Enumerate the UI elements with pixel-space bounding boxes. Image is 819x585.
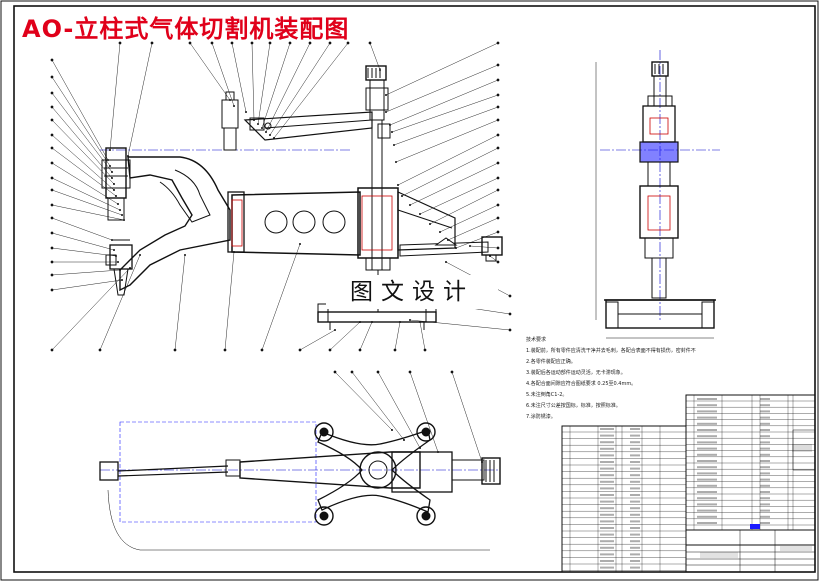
technical-requirement-1: 1.装配前，所有零件应清洗干净并去毛刺，各配合表面不得有损伤，密封件不得有划伤或… (526, 348, 696, 354)
title-block (685, 529, 816, 573)
technical-requirement-4: 4.各配合面间隙应符合图纸要求 0.25至0.4mm。 (526, 381, 637, 387)
top-caster-3 (314, 506, 334, 526)
top-caster-4 (416, 506, 436, 526)
beam-end-plate (227, 191, 245, 253)
technical-requirement-6: 6.未注尺寸公差按国标，标准，按照标准。 (526, 403, 621, 409)
top-counterweight (481, 457, 501, 485)
top-hub (359, 451, 397, 489)
top-hidden-outline (119, 421, 317, 523)
technical-requirement-3: 3.装配后各运动部件运动灵活，无卡滞现象。 (526, 370, 626, 376)
top-x-base (317, 429, 431, 513)
base-upper (365, 257, 391, 271)
column-shaft (371, 119, 383, 271)
side-sleeve (639, 141, 679, 163)
side-housing-upper (642, 105, 676, 143)
top-gearbox (391, 451, 453, 493)
top-caster-2 (416, 422, 436, 442)
beam-hole-3 (322, 210, 346, 234)
technical-requirements: 技术要求 1.装配前，所有零件应清洗干净并去毛刺，各配合表面不得有损伤，密封件不… (526, 335, 696, 423)
beam-hole-1 (264, 210, 288, 234)
inner-border (13, 5, 816, 573)
upper-table-rows (686, 395, 815, 530)
c-frame-boom (119, 156, 231, 292)
drawing-title: AO-立柱式气体切割机装配图 (22, 15, 350, 43)
technical-requirement-2: 2.各零件装配应正确。 (526, 359, 576, 365)
arm-torch-holder (221, 99, 239, 129)
column-clamp (377, 123, 391, 139)
base-rail (317, 311, 437, 323)
technical-requirement-7: 7.涂防锈漆。 (526, 414, 556, 420)
top-caster-1 (314, 422, 334, 442)
technical-requirements-heading: 技术要求 (526, 337, 547, 343)
top-torch (99, 461, 119, 481)
top-view (99, 421, 501, 551)
lower-table-rows (562, 426, 686, 572)
top-beam (239, 451, 421, 489)
column-sleeve (365, 87, 389, 111)
beam-hole-2 (292, 210, 316, 234)
front-view (100, 65, 503, 330)
technical-requirement-5: 5.未注倒角C1-2。 (526, 392, 568, 398)
main-beam (231, 191, 361, 256)
watermark-text: 图文设计 (326, 275, 498, 309)
cross-arm (243, 111, 373, 141)
parts-list-table (561, 394, 816, 573)
part-leaders (50, 41, 512, 464)
side-view (595, 50, 720, 339)
